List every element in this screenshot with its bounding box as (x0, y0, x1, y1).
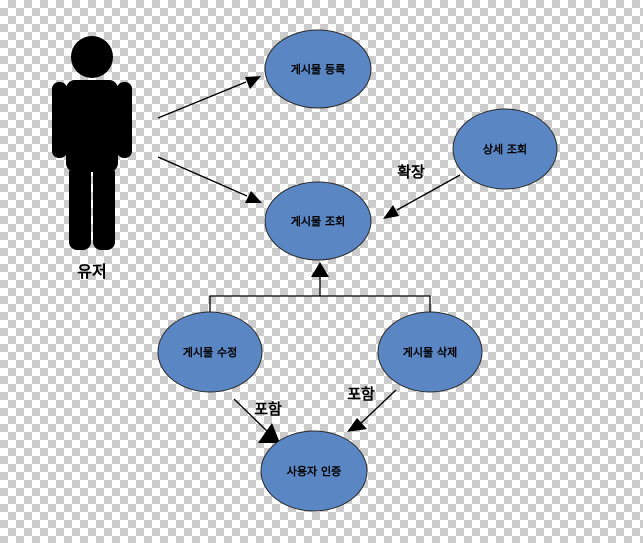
association-register-line (157, 81, 247, 119)
use-case-post-edit: 게시물 수정 (157, 311, 263, 393)
use-case-user-auth: 사용자 인증 (260, 430, 368, 512)
use-case-detail-view-ellipse (452, 108, 558, 190)
use-case-post-view-label: 게시물 조회 (291, 214, 345, 228)
use-case-post-view-ellipse (264, 181, 372, 261)
extend-arrowhead (383, 205, 399, 219)
use-case-detail-view-label: 상세 조회 (483, 142, 527, 156)
use-case-post-delete: 게시물 삭제 (377, 311, 483, 393)
include-right-line (358, 389, 397, 426)
generalization-arrowhead (311, 262, 329, 277)
actor-left-arm (52, 82, 67, 158)
association-view-arrowhead (245, 191, 262, 203)
use-case-user-auth-ellipse (260, 430, 368, 512)
actor-head (71, 36, 113, 78)
include-left-label: 포함 (254, 400, 282, 418)
actor-torso (66, 80, 118, 172)
include-right-label: 포함 (347, 385, 375, 403)
use-case-post-delete-ellipse (377, 311, 483, 393)
use-case-post-edit-label: 게시물 수정 (183, 345, 237, 359)
actor-left-leg (69, 165, 91, 250)
actor-right-leg (93, 165, 115, 250)
use-case-post-delete-label: 게시물 삭제 (403, 345, 457, 359)
use-case-user-auth-label: 사용자 인증 (287, 464, 341, 478)
actor-right-arm (117, 82, 132, 158)
extend-label: 확장 (397, 163, 425, 181)
extend-line (396, 174, 461, 211)
actor-figure (52, 36, 132, 250)
use-case-post-register: 게시물 등록 (264, 29, 372, 109)
generalization-tree (209, 295, 431, 316)
actor-label: 유저 (77, 262, 106, 281)
association-register-arrowhead (245, 76, 261, 89)
association-view-line (157, 156, 248, 197)
use-case-post-register-ellipse (264, 29, 372, 109)
use-case-post-register-label: 게시물 등록 (291, 62, 345, 76)
use-case-post-edit-ellipse (157, 311, 263, 393)
include-left-line (233, 398, 269, 433)
include-right-arrowhead (347, 418, 367, 432)
include-left-arrowhead (258, 423, 280, 443)
use-case-detail-view: 상세 조회 (452, 108, 558, 190)
use-case-post-view: 게시물 조회 (264, 181, 372, 261)
